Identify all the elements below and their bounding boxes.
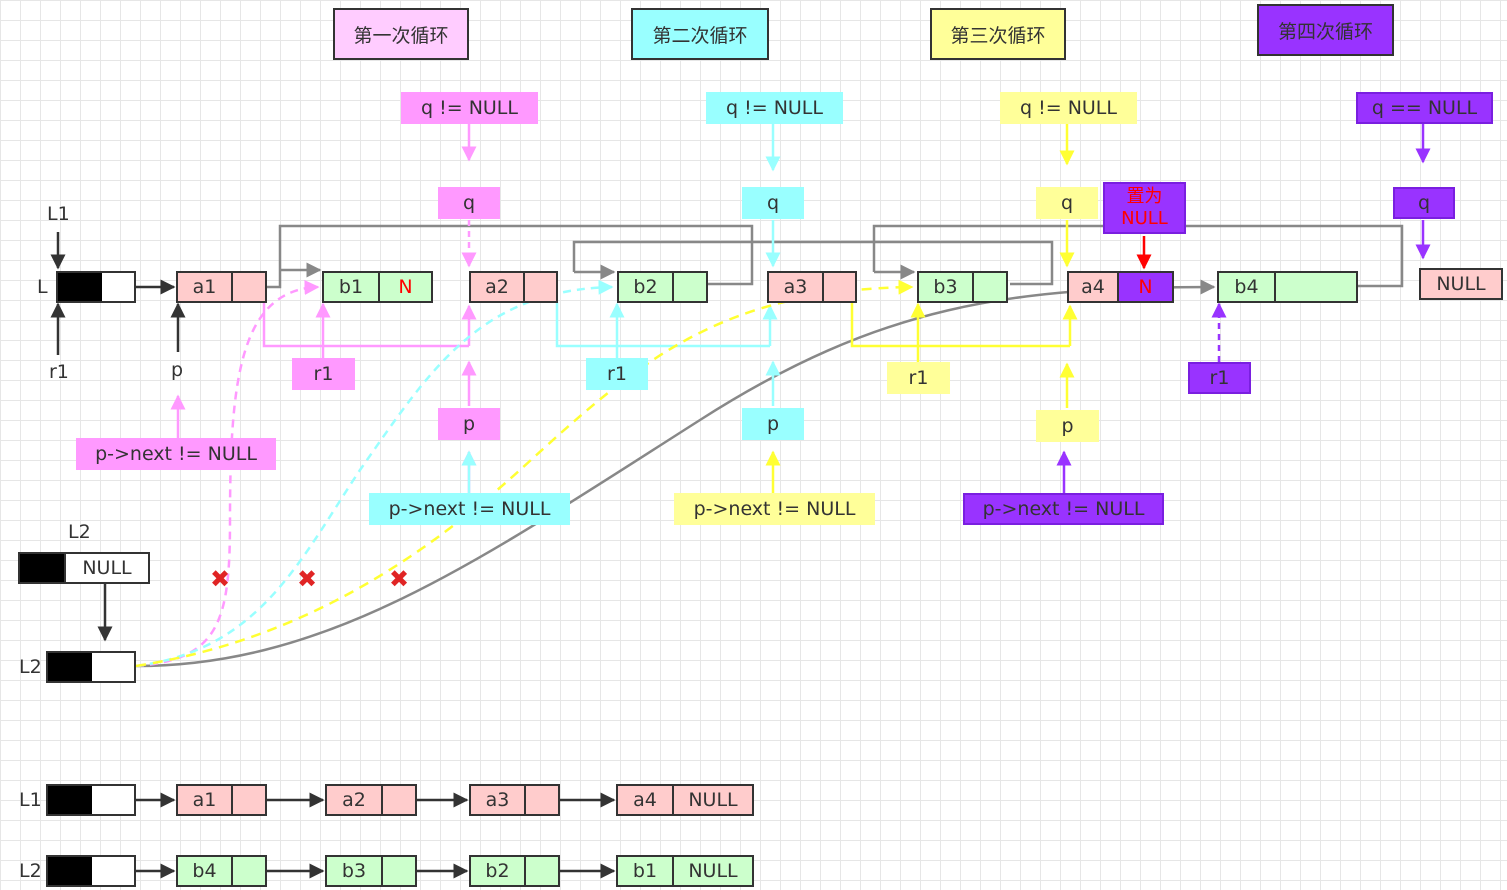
p-pointer-3: p xyxy=(1036,410,1099,442)
L2-final-node-2: b3 xyxy=(325,855,417,887)
L2-head-node xyxy=(46,651,136,683)
L-head-node xyxy=(56,271,136,303)
q-pointer-3: q xyxy=(1036,187,1098,219)
set-null-box: 置为 NULL xyxy=(1103,182,1186,234)
cyan-a2-bracket xyxy=(555,302,770,348)
L1-final-node-1: a1 xyxy=(176,784,267,816)
loop2-title: 第二次循环 xyxy=(631,8,769,60)
yellow-lines xyxy=(135,124,1078,668)
p-pointer-1: p xyxy=(438,408,500,440)
L1-final-null: NULL xyxy=(688,789,738,811)
L2-final-head xyxy=(46,855,136,887)
label-r1-start: r1 xyxy=(49,361,69,383)
L1-final-head xyxy=(46,784,136,816)
node-a2-data: a2 xyxy=(471,273,525,301)
L1-final-node-2: a2 xyxy=(325,784,417,816)
cond-q-not-null-2: q != NULL xyxy=(706,92,843,124)
p-pointer-2: p xyxy=(742,408,804,440)
node-b1: b1 N xyxy=(322,271,433,303)
link-a3-b3 xyxy=(872,224,1404,288)
yellow-a3-bracket xyxy=(850,302,1070,348)
label-L2-top: L2 xyxy=(68,521,91,543)
r1-pointer-3: r1 xyxy=(887,362,950,394)
pink-L2-to-b1 xyxy=(135,280,320,668)
link-L2-to-b4 xyxy=(135,279,1216,668)
L2-final-null: NULL xyxy=(688,860,738,882)
node-a3-data: a3 xyxy=(769,273,824,301)
L2-final-node-3-data: b2 xyxy=(471,857,526,885)
node-a1-data: a1 xyxy=(178,273,233,301)
label-L1-bottom: L1 xyxy=(19,789,42,811)
pink-a1-r-bracket xyxy=(262,302,469,348)
node-b3-data: b3 xyxy=(919,273,974,301)
L2-null-text: NULL xyxy=(64,554,148,582)
broken-link-x-1: ✖ xyxy=(210,565,231,593)
cond-p-next-2: p->next != NULL xyxy=(369,493,570,525)
r1-pointer-1: r1 xyxy=(292,358,355,390)
node-a3: a3 xyxy=(767,271,857,303)
node-b1-next: N xyxy=(398,276,413,298)
label-p-start: p xyxy=(171,359,184,381)
r1-pointer-2: r1 xyxy=(586,358,648,390)
L2-final-node-1: b4 xyxy=(176,855,267,887)
L1-final-node-3: a3 xyxy=(469,784,560,816)
node-b2-data: b2 xyxy=(619,273,674,301)
node-b1-data: b1 xyxy=(324,273,380,301)
L2-final-node-1-data: b4 xyxy=(178,857,233,885)
q-pointer-4: q xyxy=(1393,187,1455,219)
node-b4-data: b4 xyxy=(1219,273,1276,301)
cond-p-next-3: p->next != NULL xyxy=(674,493,875,525)
r1-pointer-4: r1 xyxy=(1188,362,1251,394)
set-null-line1: 置为 xyxy=(1126,186,1163,207)
L1-final-node-4: a4 NULL xyxy=(616,784,754,816)
node-a1: a1 xyxy=(176,271,267,303)
loop1-title: 第一次循环 xyxy=(333,8,469,60)
cyan-lines xyxy=(135,124,781,668)
label-L2-bottom: L2 xyxy=(19,860,42,882)
label-L: L xyxy=(37,276,48,298)
label-L1: L1 xyxy=(47,203,70,225)
cond-p-next-4: p->next != NULL xyxy=(963,493,1164,525)
node-b4: b4 xyxy=(1217,271,1358,303)
node-a4-data: a4 xyxy=(1069,273,1119,301)
node-null-end-text: NULL xyxy=(1436,273,1486,295)
dark-arrows xyxy=(50,232,616,879)
link-a1-b1 xyxy=(267,224,754,289)
purple-lines xyxy=(1056,124,1431,493)
cond-q-not-null-3: q != NULL xyxy=(1000,92,1137,124)
node-null-end: NULL xyxy=(1419,268,1503,300)
L2-final-node-4-data: b1 xyxy=(618,857,674,885)
grey-links xyxy=(135,224,1404,668)
label-L2-mid: L2 xyxy=(19,656,42,678)
broken-link-x-2: ✖ xyxy=(297,565,318,593)
loop3-title: 第三次循环 xyxy=(930,8,1066,60)
L1-final-node-1-data: a1 xyxy=(178,786,233,814)
L2-null-head: NULL xyxy=(18,552,150,584)
set-null-line2: NULL xyxy=(1121,208,1168,229)
q-pointer-1: q xyxy=(438,187,500,219)
node-a2: a2 xyxy=(469,271,558,303)
node-b2: b2 xyxy=(617,271,708,303)
node-b3: b3 xyxy=(917,271,1008,303)
cond-q-not-null-1: q != NULL xyxy=(401,92,538,124)
L1-final-node-3-data: a3 xyxy=(471,786,526,814)
L1-final-node-2-data: a2 xyxy=(327,786,383,814)
yellow-L2-to-b3 xyxy=(135,279,914,668)
cond-p-next-1: p->next != NULL xyxy=(76,438,276,470)
cond-q-is-null-4: q == NULL xyxy=(1356,92,1493,124)
loop4-title: 第四次循环 xyxy=(1257,4,1394,56)
cyan-L2-to-b2 xyxy=(135,279,614,668)
L2-final-node-2-data: b3 xyxy=(327,857,383,885)
link-a2-b2 xyxy=(572,240,1054,286)
L1-final-node-4-data: a4 xyxy=(618,786,674,814)
L2-final-node-3: b2 xyxy=(469,855,560,887)
broken-link-x-3: ✖ xyxy=(389,565,410,593)
node-a4-next: N xyxy=(1119,273,1172,301)
q-pointer-2: q xyxy=(742,187,804,219)
L2-final-node-4: b1 NULL xyxy=(616,855,754,887)
